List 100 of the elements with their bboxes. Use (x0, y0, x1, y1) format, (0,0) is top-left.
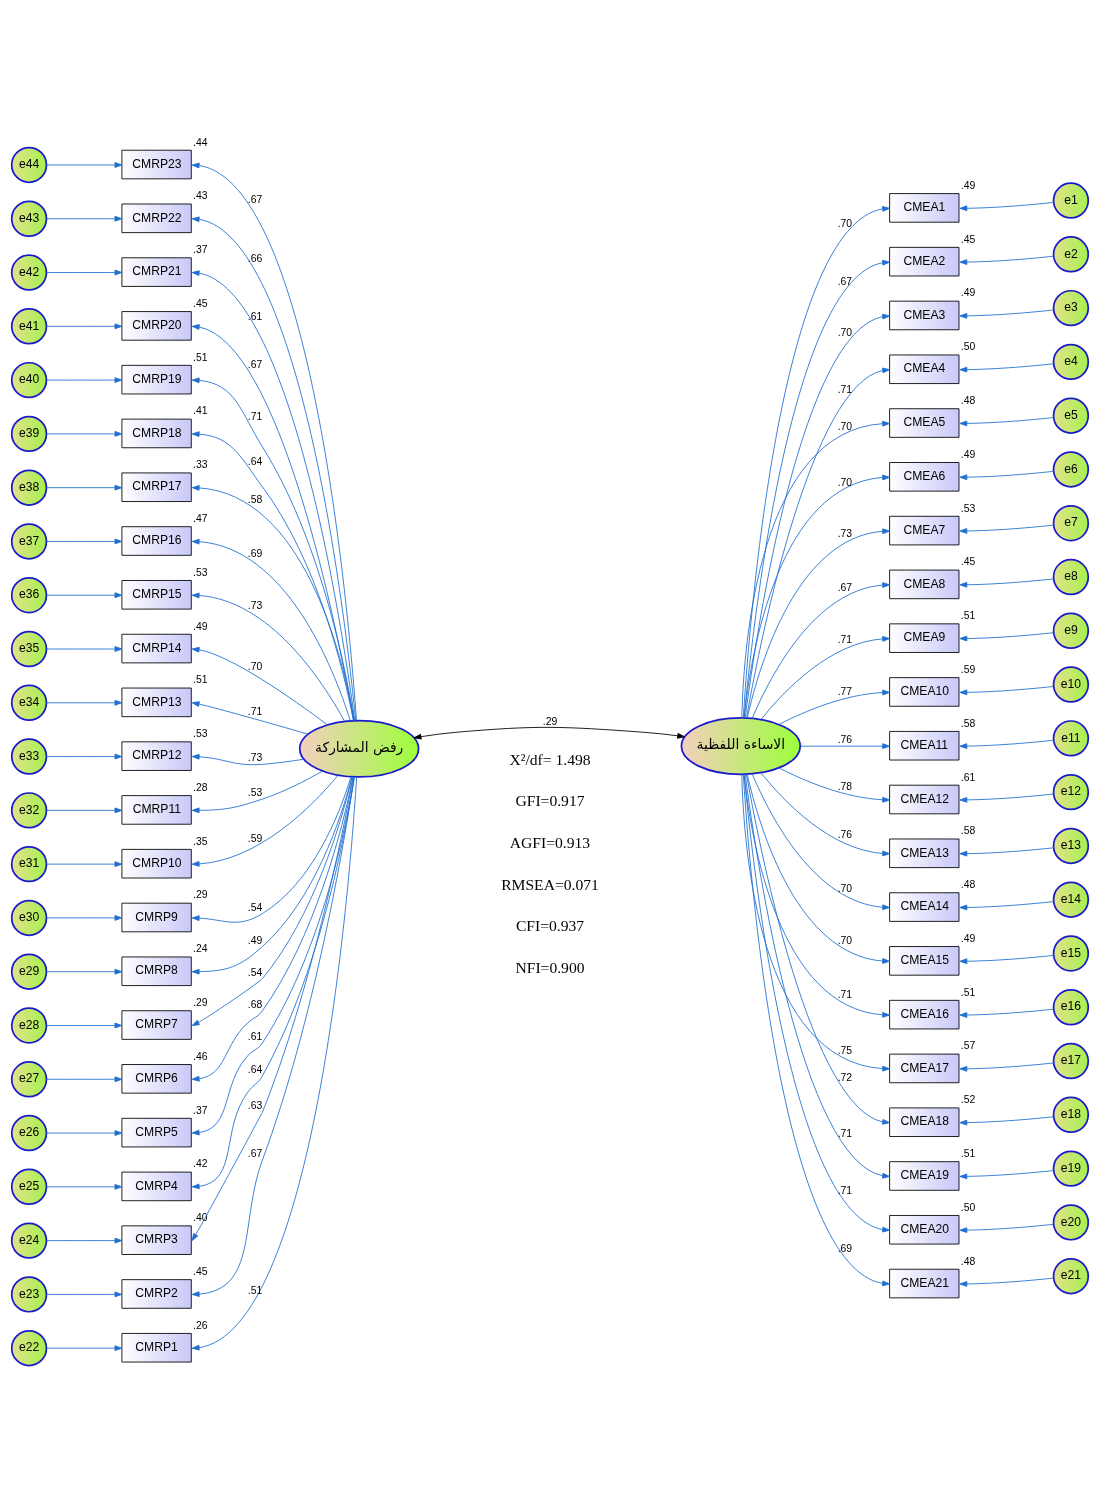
node-label: .48 (960, 879, 976, 891)
edge-label: .59 (247, 833, 263, 845)
node-label: .51 (960, 986, 976, 998)
node-circle: e13 (1052, 827, 1090, 865)
node-circle: e33 (10, 738, 48, 775)
node-label: .58 (960, 717, 976, 729)
node-circle: e9 (1052, 612, 1090, 649)
edge-label: .72 (837, 1071, 853, 1083)
node-label: .33 (193, 459, 208, 471)
label: X²/df= 1.498 (509, 750, 591, 768)
node-label: .53 (960, 502, 976, 514)
arrow (46, 861, 123, 867)
node-label: .44 (193, 136, 208, 148)
edge-label: .69 (837, 1243, 853, 1255)
arrow (959, 524, 1055, 534)
edge-label: .53 (247, 787, 263, 799)
node-circle: e12 (1052, 773, 1090, 811)
node-circle: e16 (1052, 989, 1090, 1026)
node-label: .24 (193, 943, 208, 955)
node-circle: e41 (10, 308, 48, 345)
edge-label: .71 (837, 1128, 853, 1140)
edge-label: .73 (247, 752, 263, 764)
arrow (191, 538, 351, 722)
label: RMSEA=0.071 (501, 875, 599, 893)
edge-label: .66 (247, 252, 263, 264)
arrow (746, 773, 891, 964)
label: AGFI=0.913 (509, 834, 591, 851)
arrow (799, 743, 891, 750)
edge-label: .58 (247, 493, 263, 505)
edge-label: .71 (837, 634, 853, 646)
label: GFI=0.917 (515, 792, 585, 810)
edge-label: .78 (837, 781, 853, 793)
node-label: .37 (193, 1104, 208, 1116)
node-circle: e29 (10, 953, 48, 990)
node-circle: e11 (1052, 720, 1090, 757)
edge-label: .64 (247, 1063, 263, 1075)
arrow (959, 847, 1055, 857)
edge-label: .63 (247, 1100, 263, 1112)
node-circle: e24 (10, 1222, 48, 1259)
edge-label: .73 (247, 599, 263, 611)
node-label: .43 (193, 190, 208, 202)
edge-label: .49 (247, 934, 263, 946)
node-label: .40 (193, 1212, 208, 1224)
arrow (191, 776, 353, 1026)
arrow (959, 363, 1055, 373)
arrow (778, 767, 891, 803)
node-label: .41 (193, 405, 208, 417)
node-label: .51 (193, 674, 208, 686)
label: NFI=0.900 (515, 958, 585, 976)
arrow (46, 538, 123, 545)
node-label: .46 (193, 1050, 208, 1062)
node-label: .35 (193, 835, 208, 847)
node-label: .48 (960, 395, 976, 407)
arrow (46, 1345, 123, 1352)
edge-label: .69 (247, 547, 263, 559)
edge-label: .76 (837, 734, 853, 746)
node-circle: e2 (1052, 236, 1090, 273)
arrow (191, 592, 346, 722)
arrow (46, 215, 123, 222)
arrow (46, 646, 123, 652)
node-label: .49 (960, 932, 976, 944)
node-circle: e25 (10, 1168, 48, 1206)
arrow (46, 753, 123, 760)
node-label: .29 (193, 889, 208, 901)
edge-label: .76 (837, 828, 853, 840)
arrow (959, 417, 1055, 427)
node-circle: e37 (10, 523, 48, 560)
arrow (46, 592, 123, 599)
arrow (191, 753, 305, 766)
node-circle: e7 (1052, 505, 1090, 542)
arrow (46, 484, 123, 491)
edge-label: .67 (247, 358, 263, 370)
arrow (191, 776, 354, 1082)
node-label: .53 (193, 728, 208, 740)
arrow (46, 377, 123, 383)
arrow (959, 1116, 1055, 1126)
edge-label: .70 (837, 421, 853, 433)
edge-label: .70 (837, 476, 853, 488)
arrow (191, 776, 352, 923)
arrow (191, 485, 355, 721)
node-label: .28 (193, 781, 208, 793)
arrow (46, 431, 123, 437)
arrow (46, 915, 123, 921)
arrow (959, 686, 1055, 696)
node-circle: e20 (1052, 1204, 1090, 1241)
arrow (46, 1291, 123, 1298)
arrow (959, 255, 1055, 265)
arrow (46, 269, 123, 276)
node-label: .49 (193, 620, 208, 632)
arrow (959, 309, 1055, 319)
arrow (743, 774, 891, 1018)
edge-label: .70 (247, 661, 263, 673)
arrow (741, 774, 891, 1072)
node-circle: e27 (10, 1061, 48, 1098)
edge-label: .70 (837, 218, 853, 230)
arrow (959, 1170, 1055, 1180)
node-circle: e31 (10, 845, 48, 883)
arrow (741, 420, 891, 719)
edge-label: .54 (247, 901, 263, 913)
node-circle: e1 (1052, 182, 1090, 219)
